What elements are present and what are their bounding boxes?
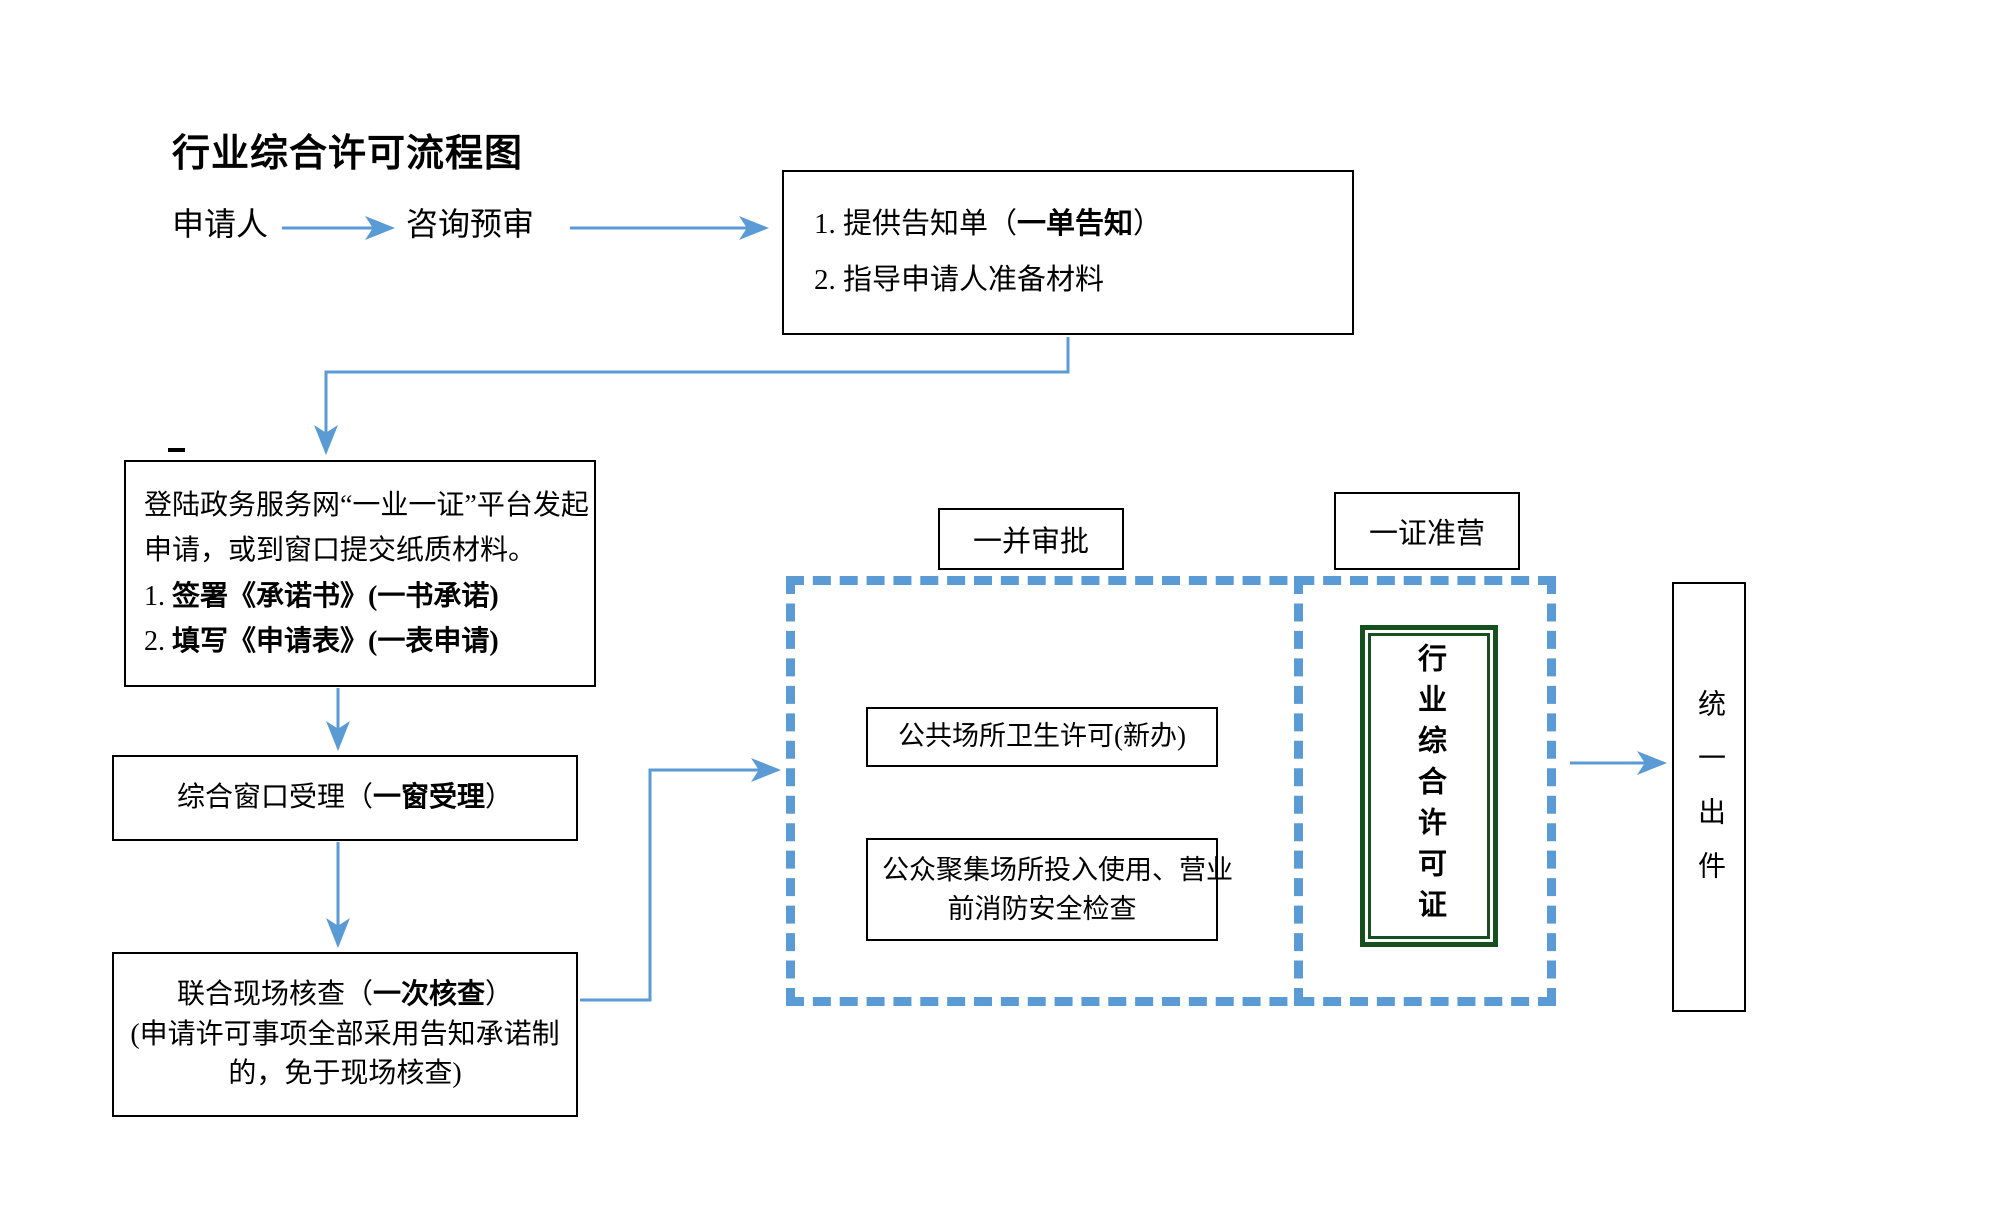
page-title: 行业综合许可流程图	[172, 133, 524, 175]
fire-inspection-line-2: 前消防安全检查	[947, 893, 1137, 924]
joint-check-line-3: 的，免于现场核查)	[228, 1058, 462, 1090]
platform-line-3-text: 签署《承诺书》(一书承诺)	[172, 580, 499, 612]
notice-line-2: 2. 指导申请人准备材料	[814, 253, 1338, 308]
notice-line-2-number: 2.	[814, 263, 836, 296]
arrow-notice-to-platform	[314, 337, 1070, 455]
notice-line-1: 1. 提供告知单（一单告知）	[814, 197, 1338, 252]
unified-output-text: 统一出件	[1694, 689, 1725, 905]
dashed-container-approval	[786, 576, 1556, 1006]
notice-line-2-text: 指导申请人准备材料	[843, 263, 1105, 296]
joint-check-line-1: 联合现场核查（一次核查）	[128, 975, 562, 1015]
label-joint-approval: 一并审批	[938, 508, 1124, 570]
box-fire-inspection: 公众聚集场所投入使用、营业 前消防安全检查	[866, 838, 1233, 941]
box-notice: 1. 提供告知单（一单告知） 2. 指导申请人准备材料	[782, 170, 1354, 335]
joint-check-line-1-text: 联合现场核查（	[176, 978, 373, 1010]
box-industry-certificate: 行业综合许可证	[1360, 625, 1498, 947]
joint-check-line-2: (申请许可事项全部采用告知承诺制	[130, 1018, 560, 1050]
platform-line-4-number: 2.	[144, 625, 165, 657]
box-joint-check: 联合现场核查（一次核查） (申请许可事项全部采用告知承诺制 的，免于现场核查)	[112, 952, 578, 1117]
notice-line-1-tail: ）	[1133, 208, 1163, 241]
window-acceptance-emphasis: 一窗受理	[372, 782, 485, 814]
dashed-divider	[1294, 576, 1303, 1006]
joint-check-line-1-emphasis: 一次核查	[372, 978, 485, 1010]
node-applicant: 申请人	[172, 206, 269, 242]
fire-inspection-line-1: 公众聚集场所投入使用、营业	[882, 855, 1233, 886]
certificate-inner-border: 行业综合许可证	[1368, 633, 1490, 939]
stray-dash-mark	[168, 448, 185, 452]
box-unified-output: 统一出件	[1672, 582, 1746, 1012]
platform-line-1: 登陆政务服务网“一业一证”平台发起	[144, 489, 589, 521]
window-acceptance-text: 综合窗口受理（	[176, 782, 373, 814]
platform-line-4: 2. 填写《申请表》(一表申请)	[144, 619, 576, 664]
platform-line-3-number: 1.	[144, 580, 165, 612]
window-acceptance-tail: ）	[485, 782, 514, 814]
arrow-check-to-approval	[580, 758, 781, 1002]
window-acceptance-line: 综合窗口受理（一窗受理）	[128, 776, 562, 819]
label-one-cert-operation: 一证准营	[1334, 492, 1520, 570]
platform-line-2: 申请，或到窗口提交纸质材料。	[144, 535, 537, 567]
box-window-acceptance: 综合窗口受理（一窗受理）	[112, 755, 578, 841]
notice-line-1-number: 1.	[814, 208, 836, 241]
box-hygiene-permit: 公共场所卫生许可(新办)	[866, 707, 1218, 767]
joint-check-line-1-tail: ）	[485, 978, 514, 1010]
platform-line-4-text: 填写《申请表》(一表申请)	[172, 625, 499, 657]
notice-line-1-emphasis: 一单告知	[1017, 208, 1134, 241]
hygiene-permit-text: 公共场所卫生许可(新办)	[898, 721, 1186, 752]
certificate-text: 行业综合许可证	[1413, 642, 1446, 930]
platform-line-3: 1. 签署《承诺书》(一书承诺)	[144, 574, 576, 619]
node-consult-preview: 咨询预审	[406, 206, 535, 242]
notice-line-1-text: 提供告知单（	[843, 208, 1018, 241]
box-platform-application: 登陆政务服务网“一业一证”平台发起 申请，或到窗口提交纸质材料。 1. 签署《承…	[124, 460, 596, 687]
